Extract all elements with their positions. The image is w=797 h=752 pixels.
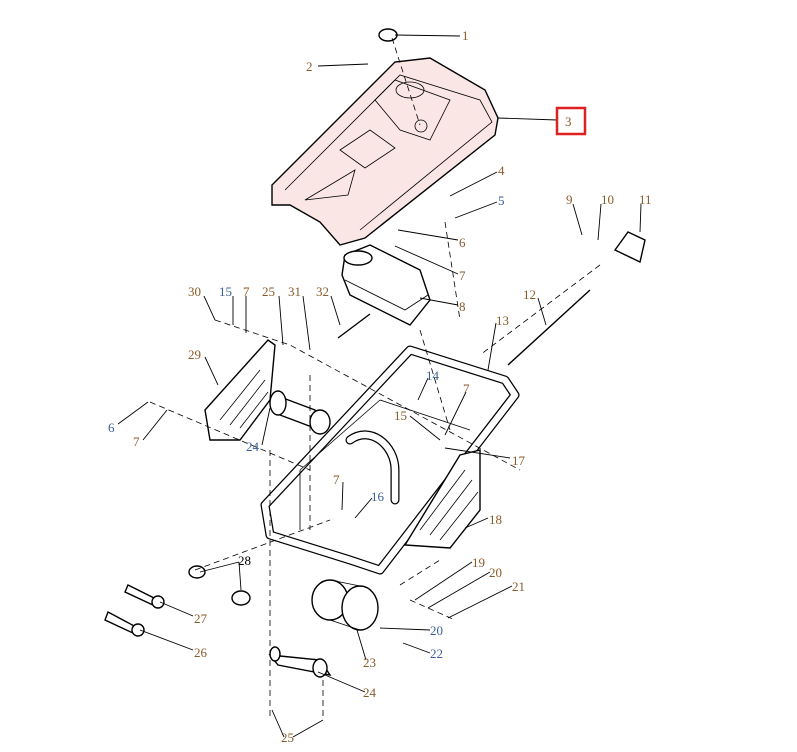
callout-24[interactable]: 24 [246, 439, 260, 454]
callout-23[interactable]: 23 [363, 655, 376, 670]
ring-part [378, 28, 398, 42]
bracket-24-part [268, 646, 332, 678]
callout-6[interactable]: 6 [459, 235, 466, 250]
callout-26[interactable]: 26 [194, 645, 208, 660]
callout-labels: 1 2 3 4 5 6 7 8 9 10 11 12 13 30 15 7 25… [108, 28, 652, 745]
callout-15[interactable]: 15 [219, 284, 232, 299]
callout-4[interactable]: 4 [498, 163, 505, 178]
leader-lines [117, 34, 642, 738]
callout-7[interactable]: 7 [133, 434, 140, 449]
axle-part [269, 390, 331, 435]
callout-20[interactable]: 20 [430, 623, 443, 638]
callout-25[interactable]: 25 [262, 284, 275, 299]
callout-2[interactable]: 2 [306, 59, 313, 74]
callout-5[interactable]: 5 [498, 193, 505, 208]
callout-6[interactable]: 6 [108, 420, 115, 435]
dampers-part [104, 565, 251, 637]
callout-15[interactable]: 15 [394, 408, 407, 423]
rod-part [337, 313, 371, 339]
callout-7[interactable]: 7 [463, 381, 470, 396]
highlight-box [555, 106, 587, 136]
callout-25[interactable]: 25 [281, 730, 294, 745]
callout-29[interactable]: 29 [188, 347, 201, 362]
callout-31[interactable]: 31 [288, 284, 301, 299]
callout-13[interactable]: 13 [496, 313, 509, 328]
callout-7[interactable]: 7 [333, 472, 340, 487]
callout-30[interactable]: 30 [188, 284, 201, 299]
callout-20[interactable]: 20 [489, 565, 502, 580]
callout-28[interactable]: 28 [238, 553, 251, 568]
callout-32[interactable]: 32 [316, 284, 329, 299]
callout-8[interactable]: 8 [459, 299, 466, 314]
callout-14[interactable]: 14 [426, 368, 440, 383]
side-plate-right-part [403, 449, 481, 549]
callout-19[interactable]: 19 [472, 555, 485, 570]
callout-18[interactable]: 18 [489, 512, 502, 527]
callout-17[interactable]: 17 [512, 453, 526, 468]
throttle-lever-part [613, 231, 646, 264]
engine-mount-part [311, 579, 379, 631]
side-plate-part [204, 339, 276, 441]
callout-16[interactable]: 16 [371, 489, 385, 504]
callout-12[interactable]: 12 [523, 287, 536, 302]
callout-21[interactable]: 21 [512, 579, 525, 594]
callout-22[interactable]: 22 [430, 646, 443, 661]
callout-9[interactable]: 9 [566, 192, 573, 207]
shroud-part[interactable] [271, 57, 499, 246]
fuel-tank-part [341, 244, 431, 326]
callout-24[interactable]: 24 [363, 685, 377, 700]
callout-7[interactable]: 7 [459, 268, 466, 283]
callout-7[interactable]: 7 [243, 284, 250, 299]
cable-part [507, 289, 591, 366]
callout-3[interactable]: 3 [565, 114, 572, 129]
callout-1[interactable]: 1 [462, 28, 469, 43]
callout-10[interactable]: 10 [601, 192, 614, 207]
callout-27[interactable]: 27 [194, 611, 208, 626]
callout-11[interactable]: 11 [639, 192, 652, 207]
